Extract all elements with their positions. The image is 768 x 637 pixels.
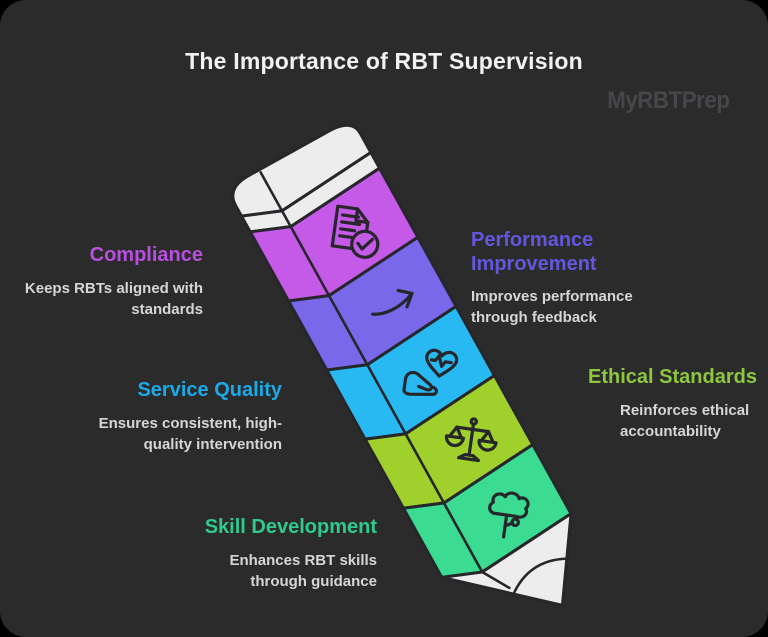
pencil-tip-arc bbox=[511, 557, 568, 597]
label-skill-body: Enhances RBT skills through guidance bbox=[229, 551, 377, 590]
label-service-quality: Service Quality Ensures consistent, high… bbox=[99, 379, 282, 455]
page-title: The Importance of RBT Supervision bbox=[185, 48, 583, 74]
label-ethical-body: Reinforces ethical accountability bbox=[620, 401, 750, 440]
label-performance-improvement: Performance Improvement Improves perform… bbox=[471, 229, 633, 329]
label-performance-body: Improves performance through feedback bbox=[471, 288, 633, 327]
label-compliance-heading: Compliance bbox=[89, 244, 203, 266]
document-check-icon bbox=[330, 204, 380, 259]
label-performance-heading: Performance Improvement bbox=[471, 229, 597, 275]
pencil-facet-line bbox=[259, 171, 484, 574]
hand-heart-icon bbox=[402, 348, 459, 396]
growth-tree-icon bbox=[488, 491, 530, 539]
label-ethical-standards: Ethical Standards Reinforces ethical acc… bbox=[588, 366, 757, 442]
brand-watermark: MyRBTPrep bbox=[607, 87, 731, 114]
label-compliance-body: Keeps RBTs aligned with standards bbox=[24, 279, 203, 318]
label-service-body: Ensures consistent, high- quality interv… bbox=[98, 414, 282, 453]
label-skill-development: Skill Development Enhances RBT skills th… bbox=[205, 516, 377, 592]
label-ethical-heading: Ethical Standards bbox=[588, 366, 757, 388]
pencil-tip bbox=[440, 512, 573, 607]
pencil-eraser bbox=[231, 123, 373, 218]
balance-scale-icon bbox=[444, 417, 498, 463]
label-compliance: Compliance Keeps RBTs aligned with stand… bbox=[25, 244, 203, 320]
label-service-heading: Service Quality bbox=[137, 379, 282, 401]
trend-up-icon bbox=[371, 288, 414, 316]
label-skill-heading: Skill Development bbox=[204, 516, 377, 538]
pencil-tip-facet-line bbox=[480, 570, 511, 590]
